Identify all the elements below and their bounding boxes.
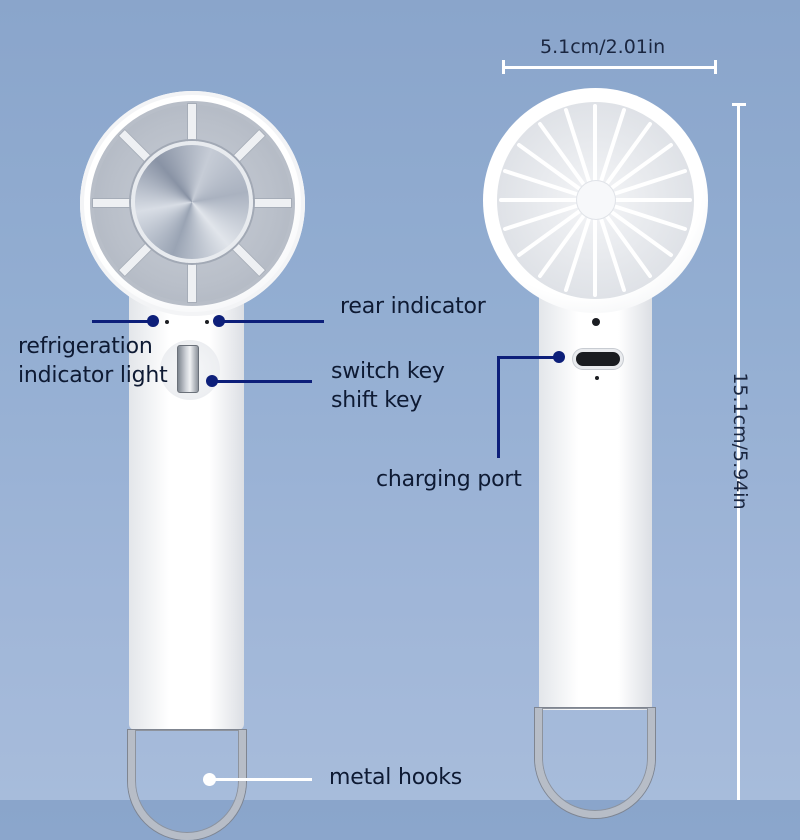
metal-hooks-leader — [210, 778, 312, 781]
switch-key-dot — [206, 375, 218, 387]
height-dimension-line — [737, 103, 740, 800]
front-fan-handle — [129, 250, 244, 730]
refrigeration-indicator-light — [165, 320, 169, 324]
switch-key-button[interactable] — [177, 345, 199, 393]
mic-hole — [595, 376, 599, 380]
rear-indicator-hole — [592, 318, 600, 326]
switch-key-label: switch key shift key — [331, 359, 445, 413]
height-dimension-tick-top — [732, 103, 746, 106]
front-metal-hook — [128, 730, 246, 840]
width-dimension-tick-right — [714, 60, 717, 74]
charging-port — [573, 349, 623, 369]
rear-fan-handle — [539, 250, 652, 710]
width-dimension-tick-left — [502, 60, 505, 74]
rear-indicator-label: rear indicator — [340, 294, 486, 319]
metal-hooks-label: metal hooks — [329, 765, 463, 790]
rear-indicator-dot — [213, 315, 225, 327]
width-dimension-line — [502, 66, 716, 69]
rear-indicator-leader — [222, 320, 324, 323]
rear-fan-hub — [577, 181, 615, 219]
charging-port-leader-h — [497, 356, 557, 359]
rear-metal-hook — [535, 708, 655, 818]
charging-port-label: charging port — [376, 467, 522, 492]
rear-indicator-light — [205, 320, 209, 324]
charging-port-dot — [553, 351, 565, 363]
charging-port-leader-v — [497, 356, 500, 458]
width-dimension-label: 5.1cm/2.01in — [540, 36, 666, 58]
refrigeration-indicator-dot — [147, 315, 159, 327]
switch-key-leader — [214, 380, 312, 383]
front-metal-hub — [131, 141, 253, 263]
refrigeration-indicator-label: refrigeration indicator light — [18, 334, 168, 388]
refrigeration-indicator-leader — [92, 320, 154, 323]
metal-hooks-dot — [203, 773, 216, 786]
height-dimension-label: 15.1cm/5.94in — [729, 372, 751, 510]
